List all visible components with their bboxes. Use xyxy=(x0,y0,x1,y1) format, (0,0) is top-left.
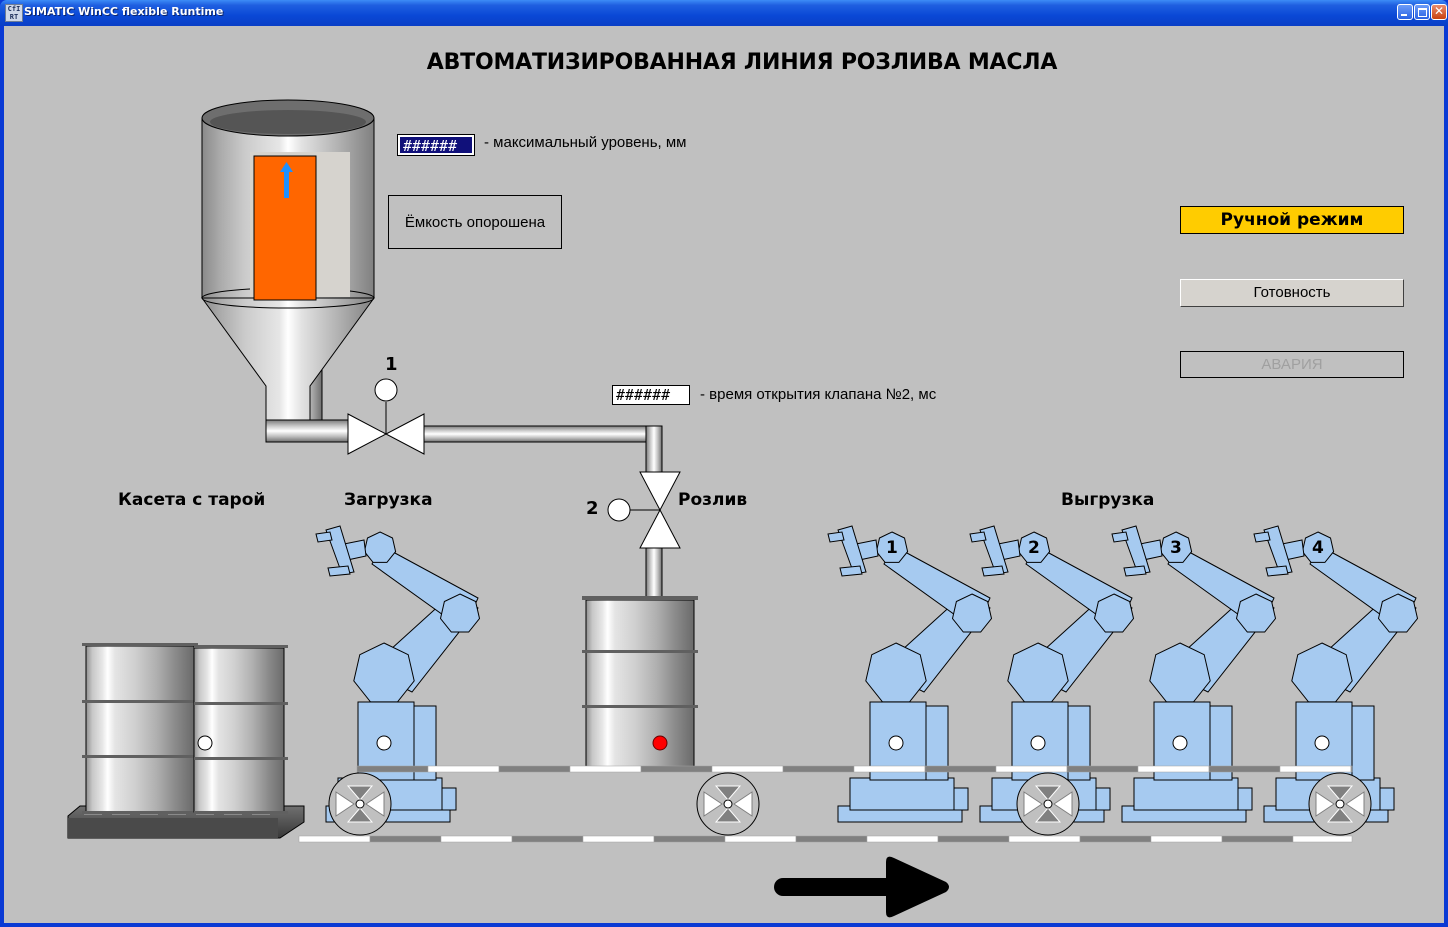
process-graphics xyxy=(67,99,1419,918)
section-filling: Розлив xyxy=(678,490,748,510)
conveyor-segment xyxy=(427,765,500,773)
conveyor-segment xyxy=(298,835,371,843)
storage-tank xyxy=(201,99,375,443)
valve-1-indicator xyxy=(374,378,398,402)
conveyor-segment xyxy=(356,765,429,773)
conveyor-segment xyxy=(711,765,784,773)
conveyor-segment xyxy=(724,835,797,843)
maximize-button[interactable] xyxy=(1414,4,1430,20)
unload-robot-number: 1 xyxy=(886,538,898,558)
conveyor-segment xyxy=(937,835,1010,843)
conveyor-segment xyxy=(1350,765,1353,773)
conveyor-segment xyxy=(498,765,571,773)
conveyor-segment xyxy=(1208,765,1281,773)
maximize-icon xyxy=(1418,8,1427,17)
cassette-indicator xyxy=(197,735,213,751)
conveyor-segment xyxy=(653,835,726,843)
hmi-screen: АВТОМАТИЗИРОВАННАЯ ЛИНИЯ РОЗЛИВА МАСЛА #… xyxy=(4,26,1444,923)
valve-1-number: 1 xyxy=(385,354,398,375)
page-title: АВТОМАТИЗИРОВАННАЯ ЛИНИЯ РОЗЛИВА МАСЛА xyxy=(426,50,1058,75)
conveyor-segment xyxy=(640,765,713,773)
conveyor-roller xyxy=(1308,772,1372,836)
manual-mode-button[interactable]: Ручной режим xyxy=(1180,206,1404,234)
main-pipeline xyxy=(265,419,663,599)
conveyor-segment xyxy=(853,765,926,773)
unload-robot-3-indicator xyxy=(1172,735,1188,751)
close-icon: ✕ xyxy=(1434,4,1445,18)
close-button[interactable]: ✕ xyxy=(1431,4,1447,20)
conveyor-roller xyxy=(328,772,392,836)
valve-1[interactable] xyxy=(347,378,425,455)
section-cassette: Касета с тарой xyxy=(118,490,266,510)
unload-robot-1-indicator xyxy=(888,735,904,751)
conveyor xyxy=(298,765,1372,843)
cassette-drum-2 xyxy=(193,645,288,814)
section-loading: Загрузка xyxy=(344,490,433,510)
conveyor-roller xyxy=(696,772,760,836)
valve-2-indicator xyxy=(607,498,631,522)
conveyor-segment xyxy=(582,835,655,843)
valve2-time-label: - время открытия клапана №2, мс xyxy=(700,386,937,403)
arrow-right-icon xyxy=(774,856,949,918)
conveyor-segment xyxy=(1008,835,1081,843)
app-icon: CfI RT xyxy=(5,4,23,22)
tank-status-text: Ёмкость опорошена xyxy=(404,213,546,231)
max-level-label: - максимальный уровень, мм xyxy=(484,134,687,151)
ready-button[interactable]: Готовность xyxy=(1180,279,1404,307)
conveyor-roller xyxy=(1016,772,1080,836)
minimize-icon xyxy=(1401,14,1407,16)
window-titlebar: CfI RT SIMATIC WinCC flexible Runtime ✕ xyxy=(0,0,1448,26)
window-title: SIMATIC WinCC flexible Runtime xyxy=(24,5,224,18)
conveyor-segment xyxy=(1279,765,1352,773)
conveyor-segment xyxy=(866,835,939,843)
minimize-button[interactable] xyxy=(1397,4,1413,20)
filling-indicator xyxy=(652,735,668,751)
conveyor-segment xyxy=(1150,835,1223,843)
conveyor-segment xyxy=(924,765,997,773)
arrow-up-icon xyxy=(280,162,293,198)
conveyor-segment xyxy=(1066,765,1139,773)
conveyor-segment xyxy=(1137,765,1210,773)
unload-robot-2-indicator xyxy=(1030,735,1046,751)
filling-drum xyxy=(582,596,698,771)
cassette-drum-1 xyxy=(82,643,198,814)
max-level-field[interactable]: ###### xyxy=(397,134,475,156)
conveyor-segment xyxy=(569,765,642,773)
conveyor-segment xyxy=(1079,835,1152,843)
unload-robot-3 xyxy=(1111,525,1277,823)
conveyor-segment xyxy=(440,835,513,843)
alarm-indicator: АВАРИЯ xyxy=(1180,351,1404,378)
conveyor-segment xyxy=(795,835,868,843)
conveyor-segment xyxy=(369,835,442,843)
tank-status-message: Ёмкость опорошена xyxy=(388,195,562,249)
conveyor-segment xyxy=(995,765,1068,773)
valve2-time-field[interactable]: ###### xyxy=(612,385,690,405)
conveyor-segment xyxy=(1221,835,1294,843)
section-unloading: Выгрузка xyxy=(1061,490,1155,510)
unload-robot-4-indicator xyxy=(1314,735,1330,751)
conveyor-segment xyxy=(511,835,584,843)
loading-robot-indicator xyxy=(376,735,392,751)
unload-robot-number: 4 xyxy=(1312,538,1324,558)
loading-robot xyxy=(315,525,481,823)
valve-2-number: 2 xyxy=(586,498,599,519)
conveyor-segment xyxy=(782,765,855,773)
valve-2[interactable] xyxy=(607,471,681,549)
unload-robot-1 xyxy=(827,525,993,823)
unload-robot-number: 3 xyxy=(1170,538,1182,558)
unload-robot-number: 2 xyxy=(1028,538,1040,558)
conveyor-segment xyxy=(1292,835,1353,843)
